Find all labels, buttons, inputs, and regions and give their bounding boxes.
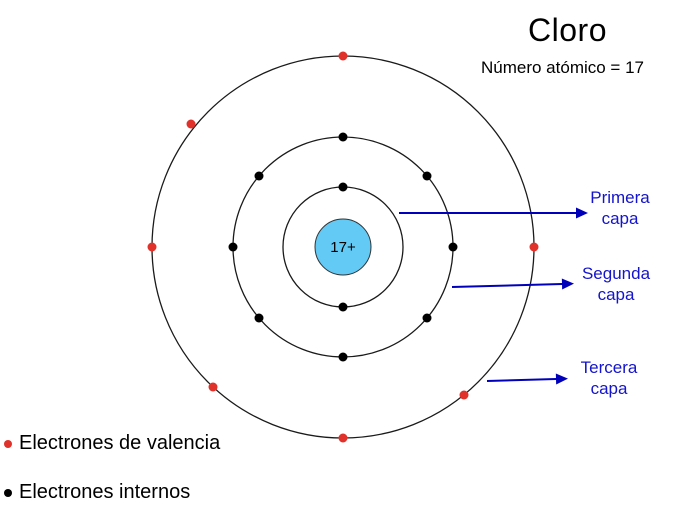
- label-tercera-capa: Tercera capa: [580, 358, 638, 398]
- arrow-line-segunda: [451, 283, 563, 288]
- inner-electron: [338, 352, 348, 362]
- legend-valence-label: Electrones de valencia: [19, 432, 221, 454]
- valence-electron: [186, 119, 196, 129]
- inner-electron: [338, 132, 348, 142]
- inner-electron: [422, 313, 432, 323]
- nucleus-charge-label: 17+: [330, 239, 356, 256]
- valence-electron: [208, 382, 218, 392]
- label-segunda-capa: Segunda capa: [581, 264, 651, 304]
- atomic-number-label: Número atómico = 17: [481, 58, 644, 77]
- inner-electron: [448, 242, 458, 252]
- inner-electron: [338, 182, 348, 192]
- inner-electron: [254, 313, 264, 323]
- arrow-line-tercera: [486, 378, 557, 382]
- valence-electron: [338, 433, 348, 443]
- valence-electron-bullet-icon: [4, 439, 12, 448]
- valence-electron: [338, 51, 348, 61]
- arrowhead-tercera: [555, 373, 568, 385]
- valence-electron: [459, 390, 469, 400]
- inner-electron: [254, 171, 264, 181]
- legend-internos-label: Electrones internos: [19, 481, 191, 503]
- arrowhead-primera: [576, 207, 588, 219]
- arrowhead-segunda: [561, 278, 574, 290]
- page-title: Cloro: [528, 12, 607, 48]
- valence-electron: [529, 242, 539, 252]
- valence-electron: [147, 242, 157, 252]
- nucleus: [314, 218, 372, 276]
- inner-electron: [228, 242, 238, 252]
- inner-electron: [422, 171, 432, 181]
- legend-item-inner-electrons: Electrones internos: [4, 481, 190, 504]
- label-primera-capa: Primera capa: [590, 188, 650, 228]
- legend-item-valence-electrons: Electrones de valencia: [4, 432, 220, 455]
- inner-electron: [338, 302, 348, 312]
- inner-electron-bullet-icon: [4, 488, 12, 497]
